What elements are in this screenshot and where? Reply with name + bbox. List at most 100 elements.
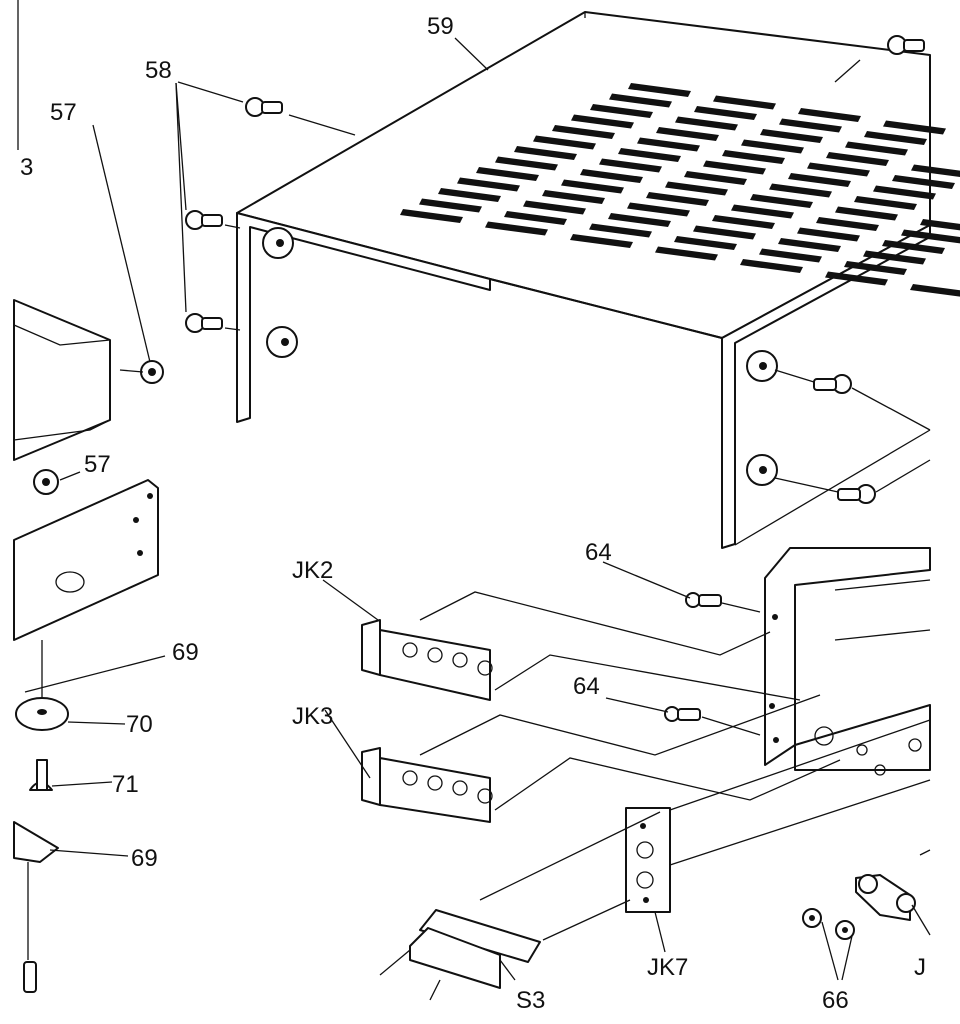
vent-slot xyxy=(844,261,907,275)
cover-hole xyxy=(262,227,294,259)
vent-slot xyxy=(609,93,672,108)
label-64-lower: 64 xyxy=(573,673,600,700)
vent-slot xyxy=(703,160,766,175)
screw-bottom-left xyxy=(23,961,37,993)
vent-slot xyxy=(788,173,851,187)
switch-s3 xyxy=(379,909,541,1001)
vent-slot xyxy=(863,250,926,265)
vent-slot xyxy=(504,211,567,225)
vent-slot xyxy=(580,169,643,183)
vent-slot xyxy=(854,196,917,210)
vent-slot xyxy=(760,129,823,143)
rear-chassis-panel xyxy=(764,547,931,776)
vent-slot xyxy=(694,106,757,120)
left-chassis xyxy=(13,299,159,863)
ventilation-slots xyxy=(400,83,960,297)
label-66: 66 xyxy=(822,987,849,1014)
nut-66-a xyxy=(802,908,822,928)
vent-slot xyxy=(845,141,908,156)
vent-slot xyxy=(542,190,605,204)
vent-slot xyxy=(608,213,671,227)
vent-slot xyxy=(655,246,718,261)
vent-slot xyxy=(741,139,804,154)
vent-slot xyxy=(873,185,936,200)
vent-slot xyxy=(825,271,888,286)
vent-slot xyxy=(910,284,960,297)
screw-58-low xyxy=(185,313,223,333)
vent-slot xyxy=(750,194,813,208)
vent-slot xyxy=(627,202,690,217)
vent-slot xyxy=(798,108,861,122)
nut-57-upper xyxy=(140,360,164,384)
vent-slot xyxy=(561,179,624,194)
vent-slot xyxy=(533,135,596,150)
vent-slot xyxy=(571,114,634,129)
label-s3: S3 xyxy=(516,987,545,1014)
cover-hole xyxy=(266,326,298,358)
label-57-lower: 57 xyxy=(84,451,111,478)
vent-slot xyxy=(675,116,738,131)
vent-slot xyxy=(826,152,889,166)
vent-slot xyxy=(883,120,946,135)
label-70: 70 xyxy=(126,711,153,738)
vent-slot xyxy=(740,259,803,273)
vent-slot xyxy=(514,146,577,160)
vent-slot xyxy=(712,215,775,229)
screw-71 xyxy=(29,759,53,791)
connector-j xyxy=(855,874,916,921)
vent-slot xyxy=(892,175,955,189)
vent-slot xyxy=(731,204,794,219)
vent-slot xyxy=(713,95,776,110)
vent-slot xyxy=(882,240,945,254)
vent-slot xyxy=(590,104,653,118)
label-jk7: JK7 xyxy=(647,954,688,981)
label-58: 58 xyxy=(145,57,172,84)
vent-slot xyxy=(911,164,960,178)
vent-slot xyxy=(552,125,615,139)
vent-slot xyxy=(599,158,662,173)
vent-slot xyxy=(495,156,558,171)
jack-jk3 xyxy=(361,747,493,823)
label-59: 59 xyxy=(427,13,454,40)
vent-slot xyxy=(628,83,691,97)
vent-slot xyxy=(722,150,785,164)
label-64-upper: 64 xyxy=(585,539,612,566)
vent-slot xyxy=(693,225,756,240)
part-labels: 59 58 57 3 57 64 JK2 69 64 JK3 70 71 69 … xyxy=(20,13,926,1014)
screw-64-lower xyxy=(664,706,701,722)
leader-lines xyxy=(17,0,931,981)
vent-slot xyxy=(684,171,747,185)
vent-slot xyxy=(835,206,898,221)
top-cover-59 xyxy=(236,11,960,549)
vent-slot xyxy=(864,131,927,145)
label-3: 3 xyxy=(20,154,33,181)
nut-66-b xyxy=(835,920,855,940)
vent-slot xyxy=(759,248,822,263)
vent-slot xyxy=(674,236,737,250)
screw-58-top xyxy=(245,97,283,117)
vent-slot xyxy=(400,209,463,223)
vent-slot xyxy=(797,227,860,242)
label-jk3: JK3 xyxy=(292,703,333,730)
vent-slot xyxy=(901,229,960,244)
vent-slot xyxy=(523,200,586,215)
nut-57-lower xyxy=(33,469,59,495)
vent-slot xyxy=(589,223,652,238)
vent-slot xyxy=(778,238,841,252)
vent-slot xyxy=(438,188,501,202)
screw-right-lower xyxy=(837,484,876,504)
jack-jk7 xyxy=(625,807,671,913)
screw-64-upper xyxy=(685,592,722,608)
vent-slot xyxy=(457,177,520,192)
vent-slot xyxy=(485,221,548,236)
vent-slot xyxy=(656,127,719,141)
label-71: 71 xyxy=(112,771,139,798)
vent-slot xyxy=(665,181,728,196)
vent-slot xyxy=(816,217,879,231)
vent-slot xyxy=(807,162,870,177)
label-57-top: 57 xyxy=(50,99,77,126)
cover-hole xyxy=(746,350,778,382)
vent-slot xyxy=(920,219,960,231)
